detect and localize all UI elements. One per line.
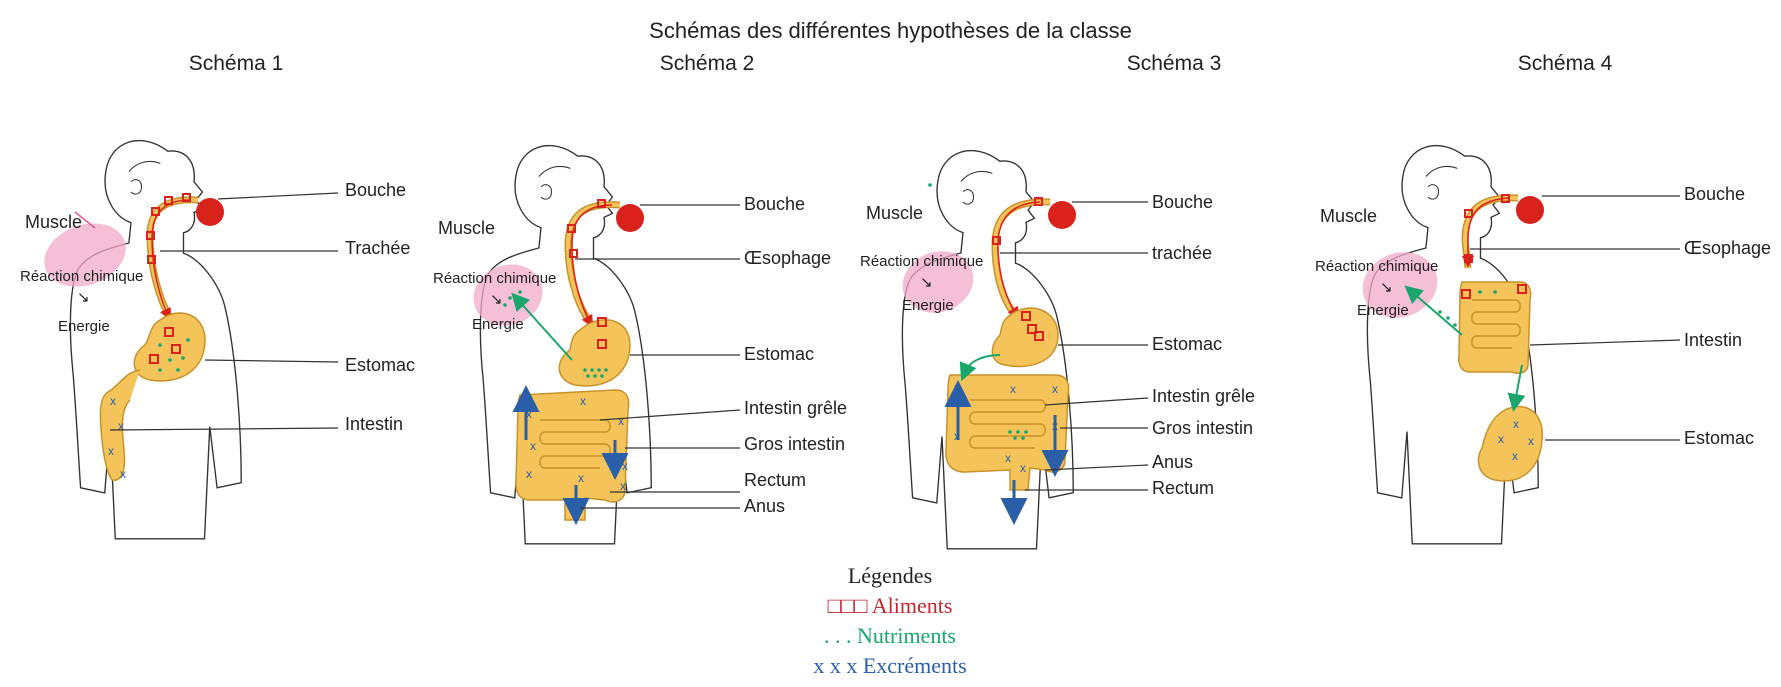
stomach-4 [1477,405,1543,482]
svg-text:x: x [1052,382,1058,396]
muscle-label-4: Muscle [1320,206,1378,226]
svg-text:x: x [954,381,960,395]
legend-waste-text: Excréments [862,653,967,678]
legend-item-waste: x x x Excréments [780,653,1000,679]
apple-3 [1048,201,1076,229]
legend-title: Légendes [847,563,933,588]
reaction-label-1: Réaction chimique [20,268,144,285]
large-intestine-3 [945,374,1070,491]
organ-label-oesophage-4: Œsophage [1684,238,1772,258]
reaction-arrow-2: ↘ [490,291,503,308]
svg-text:x: x [1498,432,1504,446]
svg-text:x: x [110,394,116,408]
apple-1 [196,198,224,226]
svg-text:x: x [1513,417,1519,431]
muscle-zone-3 [902,251,974,313]
energy-label-2: Energie [472,316,524,333]
reaction-arrow-4: ↘ [1380,279,1393,296]
energy-label-1: Energie [58,318,110,335]
svg-text:x: x [1010,382,1016,396]
organ-label-estomac-4: Estomac [1684,428,1755,448]
stomach-2 [558,318,631,387]
svg-text:x: x [1020,461,1026,475]
organ-label-intestin-1: Intestin [345,414,404,434]
apple-2 [616,204,644,232]
reaction-label-3: Réaction chimique [860,253,984,270]
organ-label-intestin-4: Intestin [1684,330,1743,350]
legend-waste-symbol: x x x [813,653,858,678]
svg-text:x: x [618,414,624,428]
organ-label-bouche-2: Bouche [744,194,806,214]
svg-text:x: x [580,394,586,408]
svg-text:x: x [1512,449,1518,463]
svg-text:x: x [118,419,124,433]
organ-label-rectum-3: Rectum [1152,478,1215,498]
energy-label-3: Energie [902,297,954,314]
muscle-label-3: Muscle [866,203,924,223]
organ-label-bouche-4: Bouche [1684,184,1746,204]
apple-4 [1516,196,1544,224]
schema-3-title: Schéma 3 [1126,52,1222,75]
reaction-label-2: Réaction chimique [433,270,557,287]
stomach-3 [991,307,1059,368]
schema-2-title: Schéma 2 [659,52,755,75]
organ-label-estomac-2: Estomac [744,344,815,364]
reaction-label-4: Réaction chimique [1315,258,1439,275]
svg-text:x: x [108,444,114,458]
stomach-1 [133,312,206,382]
energy-label-4: Energie [1357,302,1409,319]
organ-label-estomac-3: Estomac [1152,334,1223,354]
svg-text:x: x [120,467,126,481]
legend-food-text: Aliments [871,593,953,618]
organ-label-gros-intestin-3: Gros intestin [1152,418,1254,438]
muscle-label-2: Muscle [438,218,496,238]
large-intestine-2 [515,389,630,521]
svg-text:x: x [1005,451,1011,465]
organ-label-trachee-1: Trachée [345,238,411,258]
organ-label-trachee-3: trachée [1152,243,1213,263]
svg-text:x: x [578,471,584,485]
legend-item-food: □□□ Aliments [780,593,1000,619]
svg-text:x: x [526,407,532,421]
svg-text:x: x [530,439,536,453]
muscle-label-1: Muscle [25,212,83,232]
organ-label-bouche-1: Bouche [345,180,407,200]
organ-label-gros-intestin-2: Gros intestin [744,434,846,454]
svg-text:x: x [1528,434,1534,448]
reaction-arrow-1: ↘ [77,289,90,306]
organ-label-intestin-grele-2: Intestin grêle [744,398,848,418]
legend-nutrients-symbol: . . . [824,623,852,648]
legend-item-nutrients: . . . Nutriments [780,623,1000,649]
legend-food-symbol: □□□ [827,593,868,618]
muscle-zone-1 [44,223,126,287]
svg-text:x: x [526,467,532,481]
svg-text:x: x [620,479,626,493]
legend-nutrients-text: Nutriments [857,623,956,648]
organ-label-anus-2: Anus [744,496,786,516]
diagram-title: Schémas des différentes hypothèses de la… [649,18,1132,43]
schema-4-title: Schéma 4 [1517,52,1613,75]
intestine-1 [99,369,141,481]
reaction-arrow-3: ↘ [920,274,933,291]
organ-label-intestin-grele-3: Intestin grêle [1152,386,1256,406]
organ-label-rectum-2: Rectum [744,470,807,490]
intestine-4 [1458,281,1532,374]
schema-1-title: Schéma 1 [188,52,284,75]
organ-label-estomac-1: Estomac [345,355,416,375]
svg-text:x: x [622,459,628,473]
organ-label-bouche-3: Bouche [1152,192,1214,212]
organ-label-anus-3: Anus [1152,452,1194,472]
organ-label-oesophage-2: Œsophage [744,248,832,268]
